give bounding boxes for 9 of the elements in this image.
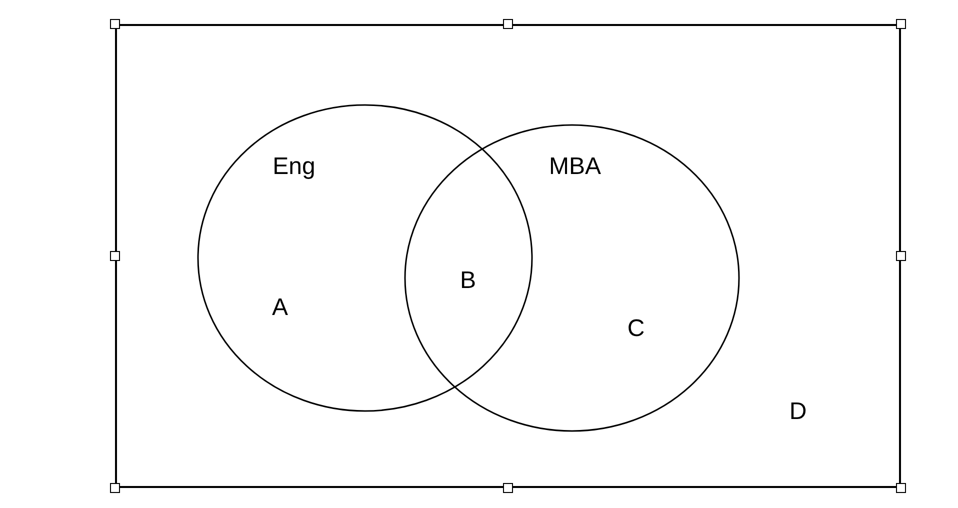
- region-label: C: [627, 317, 645, 341]
- region-label: B: [460, 269, 476, 293]
- set-label: D: [789, 400, 807, 424]
- universe-rectangle: [115, 24, 901, 488]
- set-circle: [404, 124, 740, 432]
- set-title: MBA: [549, 155, 601, 179]
- set-circle: [197, 104, 533, 412]
- set-title: Eng: [272, 155, 316, 179]
- region-label: A: [272, 296, 288, 320]
